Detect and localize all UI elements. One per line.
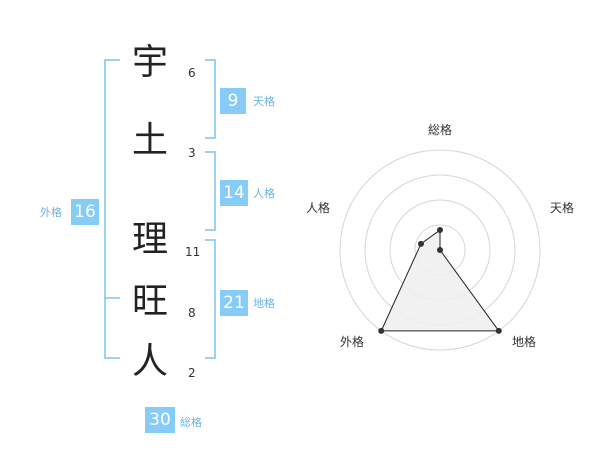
chikaku-label: 地格 — [253, 297, 275, 310]
tenkaku-bracket — [205, 59, 216, 139]
stroke-count-3: 11 — [185, 245, 201, 259]
name-char-1: 宇 — [131, 42, 168, 83]
stroke-count-2: 3 — [188, 146, 196, 160]
radar-point-1 — [437, 227, 443, 233]
radar-point-5 — [417, 240, 424, 247]
radar-axis-label-5: 人格 — [306, 200, 330, 215]
name-char-5: 人 — [131, 341, 168, 382]
radar-axis-label-2: 天格 — [550, 200, 574, 215]
gaikaku-bracket — [104, 59, 120, 359]
gaikaku-badge: 16 — [71, 199, 99, 225]
tenkaku-label: 天格 — [253, 95, 275, 108]
soukaku-badge: 30 — [145, 407, 175, 433]
gaikaku-label: 外格 — [40, 206, 62, 219]
radar-ring — [339, 149, 541, 351]
radar-axis-label-1: 総格 — [428, 122, 452, 137]
radar-axis-label-4: 外格 — [340, 334, 364, 349]
radar-series-area — [380, 229, 500, 332]
name-char-3: 理 — [131, 219, 168, 260]
jinkaku-label: 人格 — [253, 187, 275, 200]
name-char-4: 旺 — [131, 281, 168, 322]
stroke-count-5: 2 — [188, 366, 196, 380]
tenkaku-badge: 9 — [220, 88, 246, 114]
radar-point-4 — [378, 327, 385, 334]
stroke-count-4: 8 — [188, 306, 196, 320]
jinkaku-bracket — [205, 151, 216, 231]
radar-point-2 — [437, 247, 443, 253]
stroke-count-1: 6 — [188, 66, 196, 80]
radar-axis-label-3: 地格 — [512, 334, 536, 349]
soukaku-label: 総格 — [180, 416, 202, 429]
chikaku-bracket — [205, 239, 216, 359]
jinkaku-badge: 14 — [220, 180, 248, 206]
name-char-2: 土 — [131, 120, 168, 161]
radar-point-3 — [495, 327, 502, 334]
chikaku-badge: 21 — [220, 290, 248, 316]
